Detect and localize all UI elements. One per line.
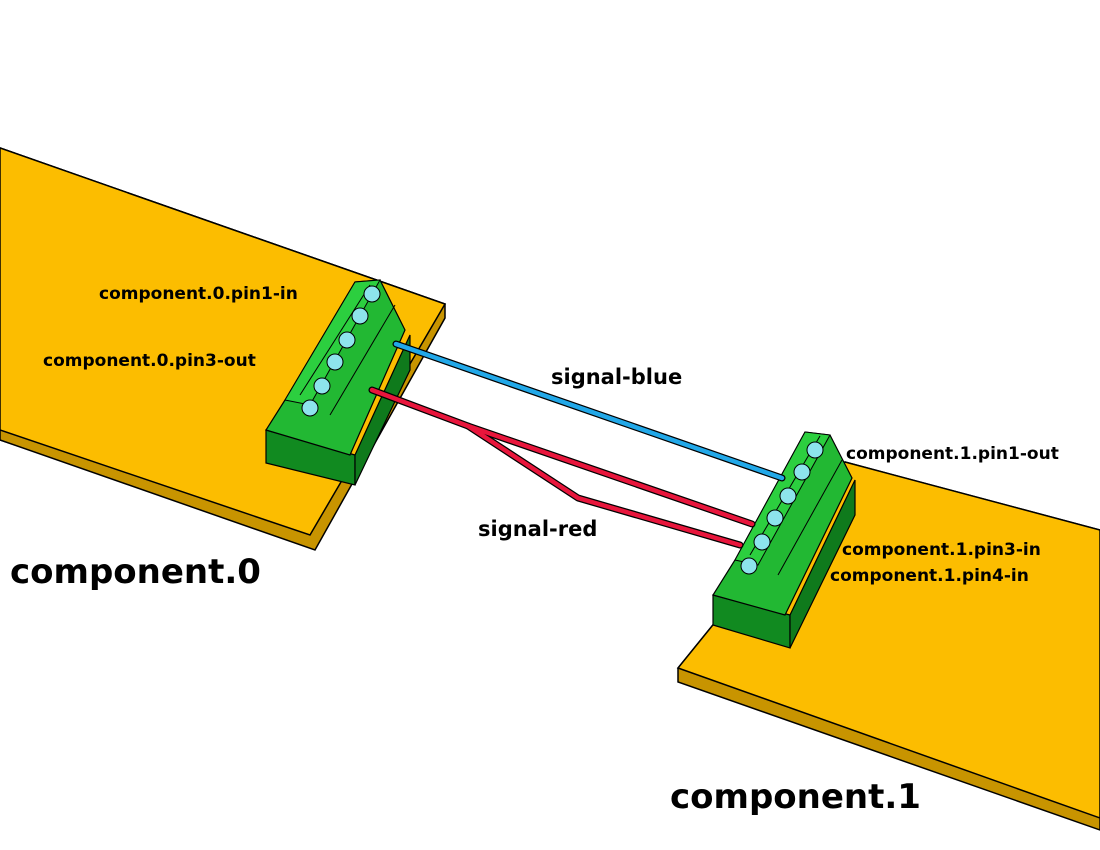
terminal-block-component-1 <box>712 431 856 649</box>
wire-signal-red <box>368 386 756 549</box>
pin-label: component.1.pin4-in <box>830 566 1029 586</box>
wire-label-signal-red: signal-red <box>478 517 597 541</box>
screw-icon <box>301 285 381 417</box>
pin-label: component.1.pin3-in <box>842 540 1041 560</box>
terminal-block-component-0 <box>265 279 411 486</box>
wire-signal-blue <box>392 340 786 482</box>
screw-icon <box>740 441 824 575</box>
component-label: component.1 <box>670 777 921 817</box>
pin-label: component.1.pin1-out <box>846 444 1059 464</box>
pin-label: component.0.pin1-in <box>99 284 298 304</box>
wire-label-signal-blue: signal-blue <box>551 365 682 389</box>
pin-label: component.0.pin3-out <box>43 351 256 371</box>
component-label: component.0 <box>10 552 261 592</box>
